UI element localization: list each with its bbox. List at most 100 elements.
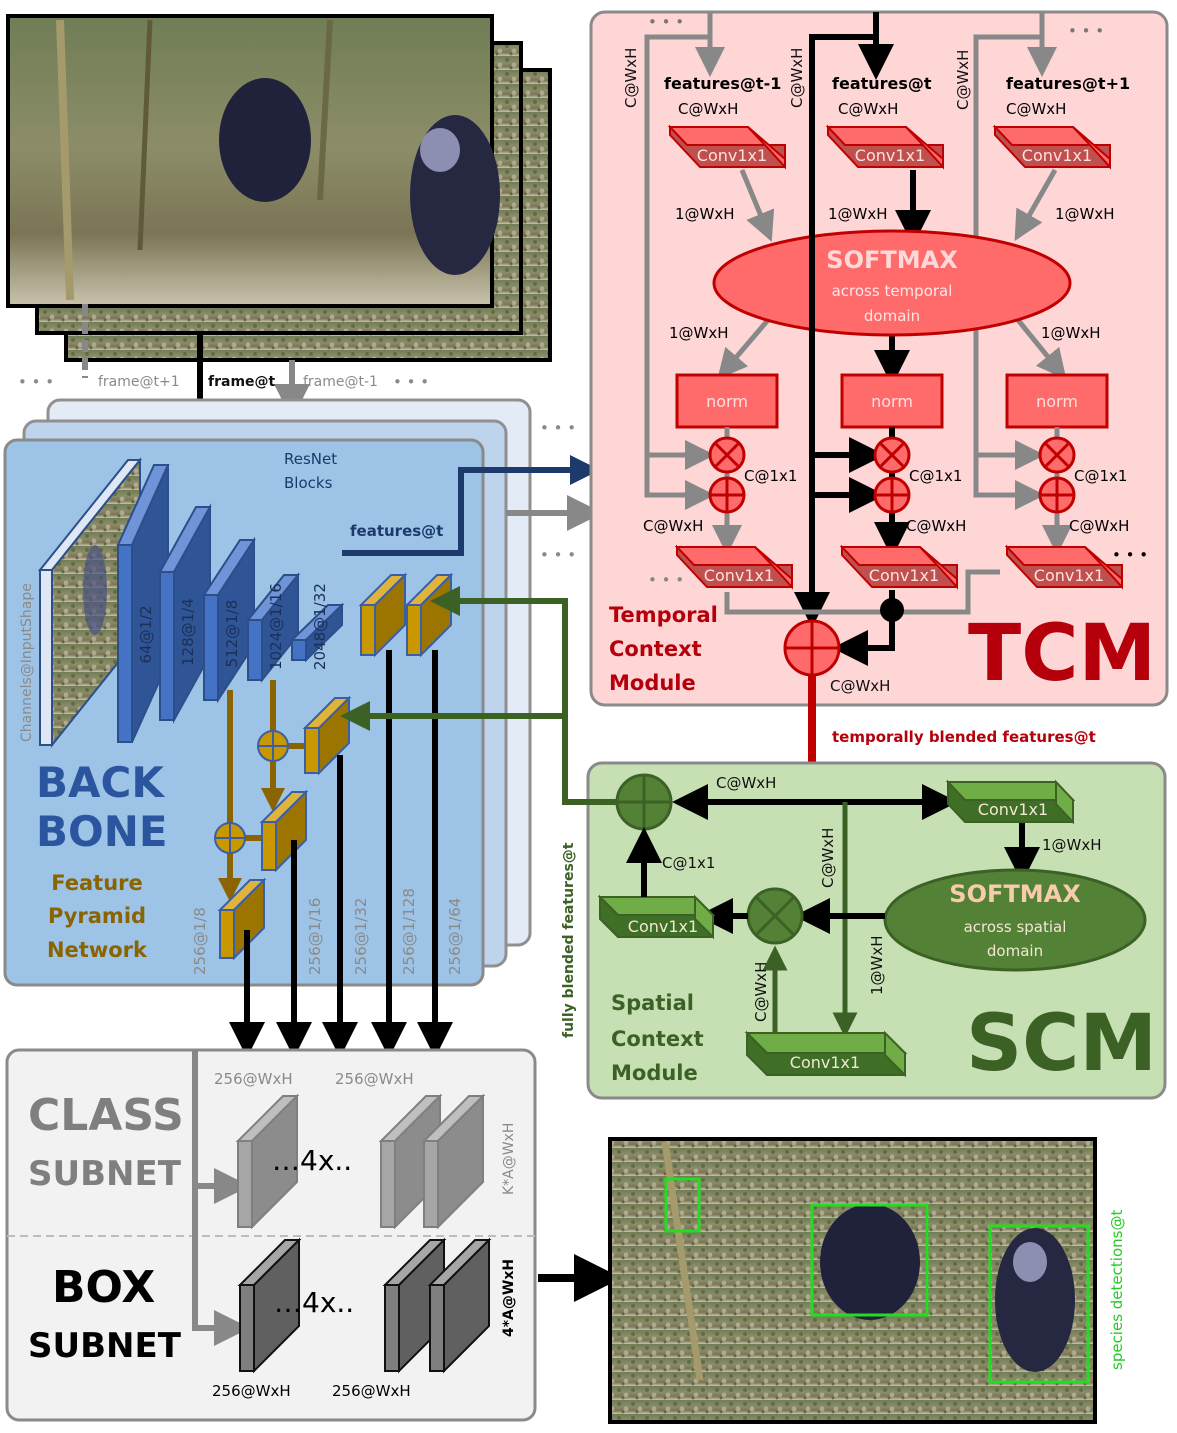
input-image-slab bbox=[37, 457, 143, 748]
class-subnet-top-label: 256@WxH bbox=[335, 1070, 414, 1088]
chimp-face bbox=[420, 128, 460, 172]
backbone-title-line1: BACK bbox=[36, 758, 165, 807]
resnet-block: 2048@1/32 bbox=[289, 583, 345, 670]
tcm-norm-box bbox=[675, 373, 779, 429]
tree-trunk bbox=[56, 19, 74, 301]
tcm-column: features@tC@WxHConv1x11@WxHnormC@1x1C@Wx… bbox=[825, 74, 966, 590]
scm-output-label: fully blended features@t bbox=[561, 842, 577, 1038]
subnet-panel: CLASS SUBNET BOX SUBNET 256@WxH 256@WxH … bbox=[5, 1048, 537, 1422]
input-frames: • • • frame@t+1 frame@t frame@t-1 • • • bbox=[6, 14, 552, 443]
scm-weight-shape: 1@WxH bbox=[1042, 836, 1102, 854]
frame-t-label: frame@t bbox=[208, 374, 276, 390]
tcm-norm-label: norm bbox=[871, 392, 913, 411]
tcm-mul-shape-label: C@1x1 bbox=[909, 467, 962, 485]
scm-conv-top bbox=[945, 779, 1076, 825]
tcm-neighbor-combine-line bbox=[724, 569, 1000, 615]
fpn-output-label: 256@1/128 bbox=[400, 888, 418, 975]
gorilla-figure bbox=[820, 1204, 920, 1320]
tcm-skip-shape-label: C@WxH bbox=[954, 50, 972, 110]
scm-vertical-shape: C@WxH bbox=[819, 828, 837, 888]
tcm-norm-box bbox=[1005, 373, 1109, 429]
tcm-conv-label: Conv1x1 bbox=[697, 146, 767, 165]
detection-box bbox=[810, 1203, 929, 1317]
resnet-block-label: 64@1/2 bbox=[137, 605, 155, 663]
scm-name-line2: Context bbox=[611, 1027, 704, 1051]
subnet-conv-slab bbox=[378, 1093, 443, 1230]
tcm-norm-label: norm bbox=[1036, 392, 1078, 411]
scm-softmax-subtitle-2: domain bbox=[987, 942, 1043, 960]
class-subnet-top-label: 256@WxH bbox=[214, 1070, 293, 1088]
multiply-icon bbox=[754, 895, 796, 937]
ellipsis: • • • bbox=[540, 419, 576, 437]
gorilla-figure bbox=[219, 78, 311, 202]
tcm-features-label: features@t bbox=[832, 74, 932, 93]
box-subnet-title-line1: BOX bbox=[52, 1262, 155, 1313]
tcm-title: TCM bbox=[968, 609, 1156, 699]
tcm-output-label: temporally blended features@t bbox=[832, 728, 1096, 746]
scm-conv-top-label: Conv1x1 bbox=[978, 800, 1048, 819]
box-subnet-output-label: 4*A@WxH bbox=[501, 1259, 517, 1337]
tcm-panel: • • • • • • • • • • • • C@WxH C@WxH C@Wx… bbox=[589, 10, 1169, 707]
resnet-block: 1024@1/16 bbox=[245, 572, 301, 683]
tcm-add-shape-label: C@WxH bbox=[1069, 517, 1129, 535]
tcm-add-shape-label: C@WxH bbox=[643, 517, 703, 535]
class-subnet-output-label: K*A@WxH bbox=[501, 1123, 517, 1195]
scm-panel: C@WxH C@WxH Conv1x1 1@WxH SOFTMAX across… bbox=[586, 761, 1167, 1100]
scm-weight-shape-vertical: 1@WxH bbox=[868, 935, 886, 995]
scm-conv-bottom bbox=[744, 1030, 908, 1078]
tcm-skip-shape-label: C@WxH bbox=[622, 48, 640, 108]
resnet-block-label: 128@1/4 bbox=[179, 598, 197, 666]
tree-trunk bbox=[661, 1141, 704, 1381]
tcm-skip-shape-label: C@WxH bbox=[788, 48, 806, 108]
fpn-output-label: 256@1/8 bbox=[191, 907, 209, 975]
output-label: species detections@t bbox=[1108, 1210, 1126, 1370]
class-subnet-title-line1: CLASS bbox=[28, 1090, 184, 1141]
ellipsis: • • • bbox=[648, 571, 684, 589]
tcm-skip-line-center bbox=[794, 34, 876, 628]
tcm-output-shape: C@WxH bbox=[830, 677, 890, 695]
subnet-slabs bbox=[235, 1093, 492, 1374]
scm-to-fpn-arrow-top bbox=[430, 586, 617, 805]
subnet-conv-slab bbox=[235, 1093, 300, 1230]
box-subnet-repeat: …4x.. bbox=[274, 1286, 354, 1319]
tree-trunk bbox=[137, 19, 153, 251]
scm-top-shape: C@WxH bbox=[716, 774, 776, 792]
fpn-title-line3: Network bbox=[47, 938, 148, 962]
fpn-output-label: 256@1/64 bbox=[446, 898, 464, 975]
tcm-softmax-subtitle-2: domain bbox=[864, 307, 920, 325]
scm-softmax-subtitle-1: across spatial bbox=[964, 918, 1067, 936]
tcm-out-conv-label: Conv1x1 bbox=[1034, 566, 1104, 585]
tcm-mul-shape-label: C@1x1 bbox=[1074, 467, 1127, 485]
multiply-icon bbox=[714, 442, 740, 468]
subnet-input-box-arrow bbox=[192, 1050, 250, 1346]
scm-name-line3: Module bbox=[611, 1061, 698, 1085]
tcm-softmax-to-norm-arrow bbox=[717, 318, 770, 380]
tcm-name-line1: Temporal bbox=[609, 603, 718, 627]
scm-conv-left-label: Conv1x1 bbox=[628, 917, 698, 936]
subnet-conv-slab bbox=[427, 1237, 492, 1374]
fpn-slab bbox=[358, 572, 408, 658]
fpn-output-label: 256@1/16 bbox=[306, 898, 324, 975]
resnet-label-line2: Blocks bbox=[284, 474, 333, 492]
multiply-icon bbox=[879, 442, 905, 468]
ellipsis: • • • bbox=[18, 373, 54, 391]
scm-left-shape: C@1x1 bbox=[662, 854, 715, 872]
scm-conv-left bbox=[597, 894, 716, 940]
frame-t-plus-1-label: frame@t+1 bbox=[98, 374, 180, 390]
tcm-out-conv-label: Conv1x1 bbox=[869, 566, 939, 585]
box-subnet-bottom-label: 256@WxH bbox=[212, 1382, 291, 1400]
tcm-name-line3: Module bbox=[609, 671, 696, 695]
class-subnet-repeat: …4x.. bbox=[272, 1144, 352, 1177]
tcm-columns: features@t-1C@WxHConv1x11@WxH1@WxHnormC@… bbox=[643, 74, 1130, 590]
tcm-features-label: features@t+1 bbox=[1006, 74, 1130, 93]
fpn-slab bbox=[259, 789, 309, 873]
fpn-output-label: 256@1/32 bbox=[352, 898, 370, 975]
tcm-add-shape-label: C@WxH bbox=[906, 517, 966, 535]
scm-conv-bottom-label: Conv1x1 bbox=[790, 1053, 860, 1072]
scm-title: SCM bbox=[966, 999, 1157, 1089]
features-label: features@t bbox=[350, 522, 443, 540]
ellipsis: • • • bbox=[648, 13, 684, 31]
